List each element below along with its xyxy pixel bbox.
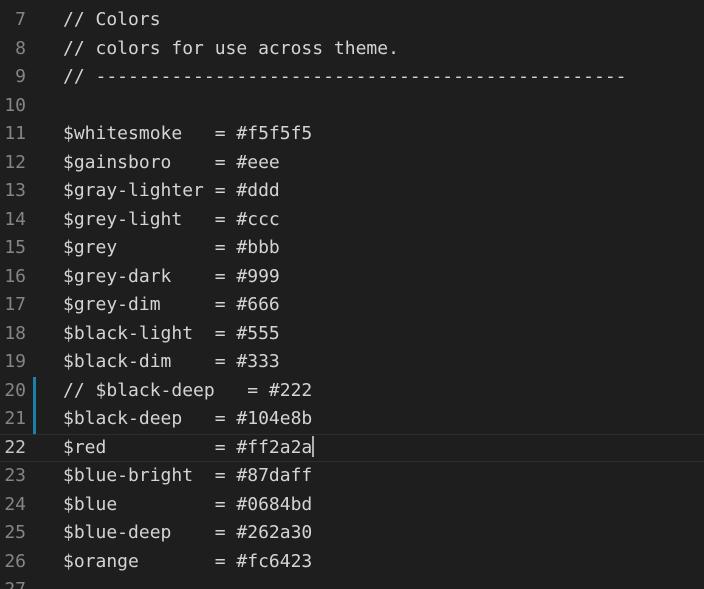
line-number: 18 [4, 322, 26, 344]
line-number: 16 [4, 265, 26, 287]
line-code-text[interactable]: $black-dim = #333 [63, 351, 280, 372]
code-line[interactable]: 14 $grey-light = #ccc [0, 206, 704, 235]
line-number: 17 [4, 294, 26, 315]
code-line[interactable]: 12 $gainsboro = #eee [0, 149, 704, 178]
line-code-text[interactable]: $grey-dim = #666 [63, 294, 280, 315]
editor-lines: 7 // Colors 8 // colors for use across them… [0, 6, 704, 589]
line-code-text[interactable]: $orange = #fc6423 [63, 550, 313, 572]
line-number: 22 [4, 436, 26, 458]
line-number: 26 [4, 550, 26, 572]
code-line[interactable]: 18 $black-light = #555 [0, 320, 704, 349]
line-number: 12 [4, 151, 26, 173]
line-number: 27 [0, 576, 26, 589]
line-number: 8 [15, 37, 26, 59]
line-number: 15 [4, 237, 26, 258]
code-line[interactable]: 9 // ------------------------------------… [0, 63, 704, 92]
line-code-text[interactable]: $black-light = #555 [63, 322, 280, 344]
line-code-text[interactable]: $black-deep = #104e8b [63, 408, 313, 429]
code-line[interactable]: 24 $blue = #0684bd [0, 491, 704, 520]
modified-line-indicator[interactable] [33, 405, 36, 434]
line-code-text[interactable]: // $black-deep = #222 [63, 379, 313, 401]
line-number: 25 [4, 522, 26, 543]
code-line[interactable]: 26 $orange = #fc6423 [0, 548, 704, 577]
line-code-text[interactable]: $red = #ff2a2a [63, 435, 314, 458]
line-number: 9 [15, 66, 26, 87]
code-line[interactable]: 21 $black-deep = #104e8b [0, 405, 704, 434]
code-line[interactable]: 19 $black-dim = #333 [0, 348, 704, 377]
line-code-text[interactable]: // -------------------------------------… [63, 66, 627, 87]
code-line[interactable]: 20 // $black-deep = #222 [0, 376, 704, 405]
code-line[interactable]: 13 $gray-lighter = #ddd [0, 177, 704, 206]
current-code-line[interactable]: 22 $red = #ff2a2a [0, 433, 704, 462]
line-number: 10 [4, 94, 26, 116]
line-number: 7 [15, 9, 26, 30]
line-number: 19 [4, 351, 26, 372]
line-number: 20 [4, 379, 26, 401]
code-line[interactable]: 16 $grey-dark = #999 [0, 263, 704, 292]
line-code-text[interactable]: $whitesmoke = #f5f5f5 [63, 123, 313, 144]
line-number: 24 [4, 493, 26, 515]
line-code-text[interactable]: // Colors [63, 9, 161, 30]
line-code-text[interactable]: $blue-deep = #262a30 [63, 522, 313, 543]
line-code-text[interactable]: $grey-dark = #999 [63, 265, 280, 287]
code-line[interactable]: 23 $blue-bright = #87daff [0, 462, 704, 491]
code-line[interactable]: 7 // Colors [0, 6, 704, 35]
line-code-text[interactable]: $gray-lighter = #ddd [63, 180, 280, 201]
code-line[interactable]: 17 $grey-dim = #666 [0, 291, 704, 320]
text-cursor [312, 435, 314, 457]
line-code-text[interactable]: $grey = #bbb [63, 237, 280, 258]
line-number: 14 [4, 208, 26, 230]
code-line[interactable]: 8 // colors for use across theme. [0, 35, 704, 64]
line-number: 13 [4, 180, 26, 201]
line-code-text[interactable]: $gainsboro = #eee [63, 151, 280, 173]
line-number: 23 [4, 465, 26, 486]
line-code-text[interactable]: $blue-bright = #87daff [63, 465, 313, 486]
code-line[interactable]: 27 [0, 576, 704, 589]
code-line[interactable]: 11 $whitesmoke = #f5f5f5 [0, 120, 704, 149]
line-code-text[interactable]: $blue = #0684bd [63, 493, 313, 515]
line-number: 11 [4, 123, 26, 144]
line-code-text[interactable]: $grey-light = #ccc [63, 208, 280, 230]
code-line[interactable]: 15 $grey = #bbb [0, 234, 704, 263]
code-line[interactable]: 10 [0, 92, 704, 121]
line-code-text[interactable]: // colors for use across theme. [63, 37, 399, 59]
line-number: 21 [4, 408, 26, 429]
code-line[interactable]: 25 $blue-deep = #262a30 [0, 519, 704, 548]
modified-line-indicator[interactable] [33, 376, 36, 405]
